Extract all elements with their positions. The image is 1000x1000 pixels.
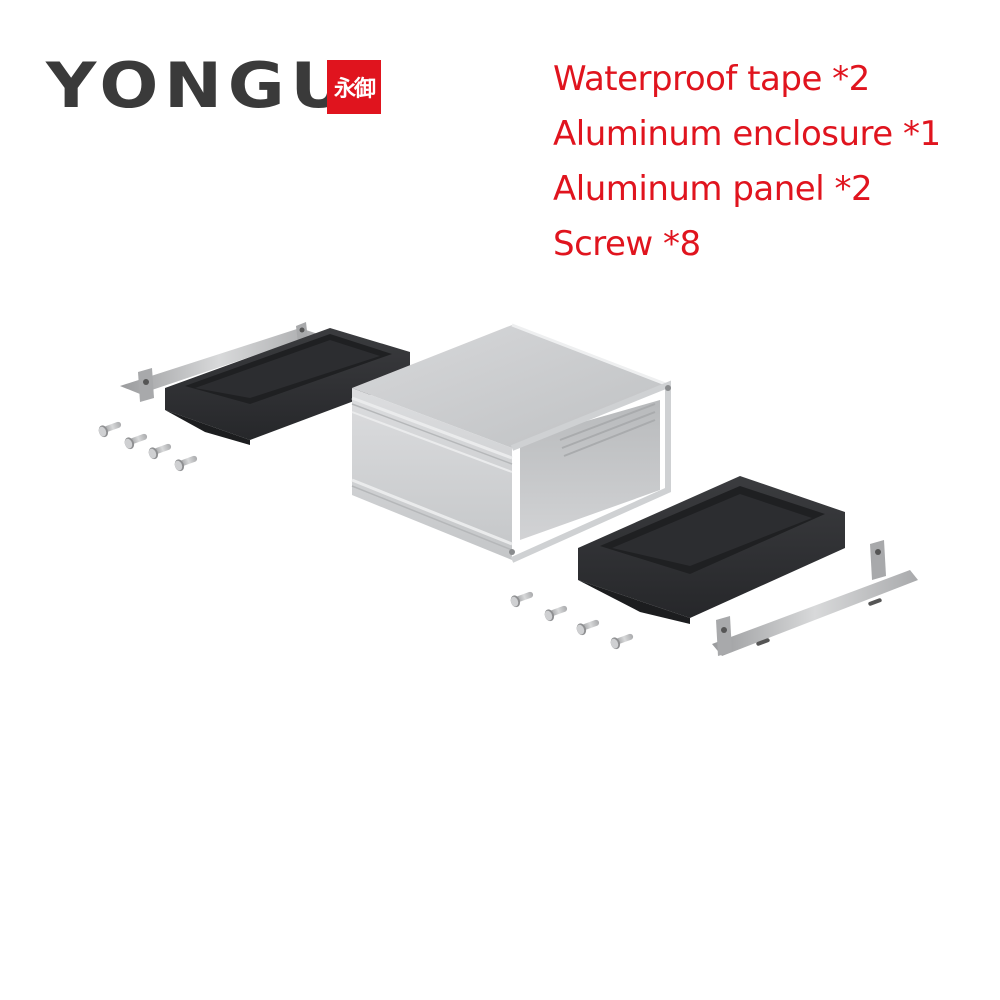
screws-left (97, 421, 198, 473)
mounting-bracket-left (120, 322, 318, 402)
exploded-view-illustration (97, 322, 918, 656)
brand-seal-icon: 永御 (327, 60, 381, 114)
waterproof-end-cap-left (165, 328, 410, 445)
contents-item-aluminum-panel: Aluminum panel *2 (553, 169, 873, 209)
screws-right (509, 591, 634, 651)
mounting-bracket-right (712, 540, 918, 656)
brand-wordmark: YONGU (46, 49, 353, 122)
brand-logo: YONGU 永御 (46, 54, 381, 118)
package-contents-list: Waterproof tape *2 Aluminum enclosure *1… (553, 52, 941, 272)
brand-seal-text: 永御 (333, 77, 376, 102)
contents-item-aluminum-enclosure: Aluminum enclosure *1 (553, 114, 941, 154)
contents-item-screw: Screw *8 (553, 224, 701, 264)
aluminum-enclosure (351, 323, 671, 563)
waterproof-end-cap-right (578, 476, 845, 624)
contents-item-waterproof-tape: Waterproof tape *2 (553, 59, 870, 99)
